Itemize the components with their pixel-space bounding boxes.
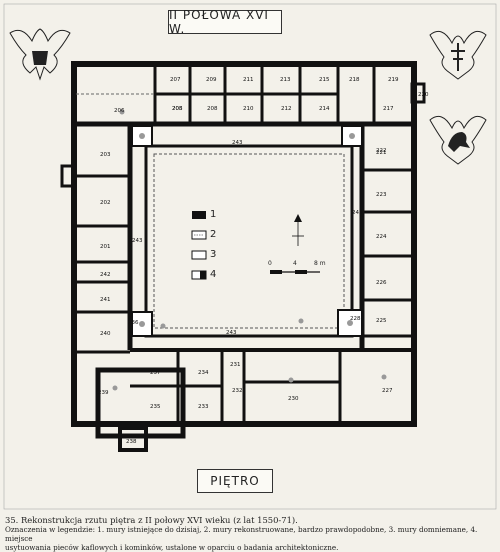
legend bbox=[191, 211, 207, 280]
caption-legend-line-1: Oznaczenia w legendzie: 1. mury istnieją… bbox=[5, 525, 478, 543]
caption-title: 35. Rekonstrukcja rzutu piętra z II poło… bbox=[5, 515, 298, 525]
room-label-r238: 238 bbox=[126, 439, 137, 445]
room-label-r208b: 208 bbox=[207, 106, 218, 112]
room-label-r231: 231 bbox=[230, 362, 241, 368]
room-label-r213: 213 bbox=[280, 77, 291, 83]
room-label-r232: 232 bbox=[232, 388, 243, 394]
tower-s bbox=[118, 426, 148, 452]
legend-label-4: 4 bbox=[210, 269, 217, 280]
room-label-r224: 224 bbox=[376, 234, 387, 240]
scale-bar bbox=[270, 270, 320, 274]
caption-legend-line-2: usytuowania pieców kaflowych i kominków,… bbox=[5, 543, 339, 552]
room-label-r237: 237 bbox=[150, 370, 161, 376]
room-label-r243c: 243 bbox=[352, 210, 363, 216]
room-label-r219: 219 bbox=[388, 77, 399, 83]
room-label-r203: 203 bbox=[100, 152, 111, 158]
room-label-r225: 225 bbox=[376, 318, 387, 324]
scale-label-zero: 0 bbox=[268, 260, 272, 267]
plan-title: II POŁOWA XVI W. bbox=[168, 8, 282, 36]
room-label-r210: 210 bbox=[243, 106, 254, 112]
room-label-r201: 201 bbox=[100, 244, 111, 250]
north-partitions bbox=[153, 64, 376, 124]
griffin-emblem-icon bbox=[429, 115, 487, 165]
scale-label-end: 8 m bbox=[314, 260, 326, 267]
double-cross-emblem-icon bbox=[429, 30, 487, 80]
room-label-r214: 214 bbox=[319, 106, 330, 112]
legend-swatch-3 bbox=[191, 250, 207, 260]
room-label-r228: 228 bbox=[350, 316, 361, 322]
room-label-r202: 202 bbox=[100, 200, 111, 206]
room-label-r206: 206 bbox=[114, 108, 125, 114]
room-label-r212: 212 bbox=[281, 106, 292, 112]
page-frame bbox=[3, 3, 497, 510]
room-label-r240: 240 bbox=[100, 331, 111, 337]
room-label-r235: 235 bbox=[150, 404, 161, 410]
legend-label-1: 1 bbox=[210, 209, 217, 220]
corner-stairs bbox=[131, 125, 363, 337]
room-label-r239: 239 bbox=[98, 390, 109, 396]
room-label-r243d: 243 bbox=[226, 330, 237, 336]
room-label-r217: 217 bbox=[383, 106, 394, 112]
room-label-r241: 241 bbox=[100, 297, 111, 303]
room-label-r220: 220 bbox=[418, 92, 429, 98]
room-label-r226: 226 bbox=[376, 280, 387, 286]
room-label-r242: 242 bbox=[100, 272, 111, 278]
legend-label-3: 3 bbox=[210, 249, 217, 260]
north-arrow-icon bbox=[292, 214, 304, 246]
room-label-r230: 230 bbox=[288, 396, 299, 402]
room-label-r221: 221 bbox=[376, 150, 387, 156]
scale-label-mid: 4 bbox=[293, 260, 297, 267]
room-label-r208: 208 bbox=[172, 106, 183, 112]
room-label-r236: 236 bbox=[128, 320, 139, 326]
tower-ne bbox=[410, 82, 426, 104]
room-label-r223: 223 bbox=[376, 192, 387, 198]
room-label-r207: 207 bbox=[170, 77, 181, 83]
courtyard-wall bbox=[144, 144, 354, 338]
eagle-emblem-icon bbox=[9, 28, 71, 81]
room-label-r222: 222 bbox=[376, 148, 387, 154]
room-label-r218: 218 bbox=[349, 77, 360, 83]
room-label-r243b: 243 bbox=[132, 238, 143, 244]
room-label-r211: 211 bbox=[243, 77, 254, 83]
arcade-line bbox=[153, 153, 345, 329]
west-partitions bbox=[74, 174, 130, 354]
caption: 35. Rekonstrukcja rzutu piętra z II poło… bbox=[5, 516, 497, 552]
east-partitions bbox=[362, 168, 414, 338]
room-label-r205: 205 bbox=[172, 106, 183, 112]
room-label-r215: 215 bbox=[319, 77, 330, 83]
legend-label-2: 2 bbox=[210, 229, 217, 240]
legend-swatch-1 bbox=[192, 211, 206, 219]
floor-label: PIĘTRO bbox=[197, 469, 273, 493]
room-label-r233: 233 bbox=[198, 404, 209, 410]
room-label-r234: 234 bbox=[198, 370, 209, 376]
stove-markers bbox=[112, 109, 387, 391]
room-label-r243a: 243 bbox=[232, 140, 243, 146]
room-label-r227: 227 bbox=[382, 388, 393, 394]
room-label-r209: 209 bbox=[206, 77, 217, 83]
